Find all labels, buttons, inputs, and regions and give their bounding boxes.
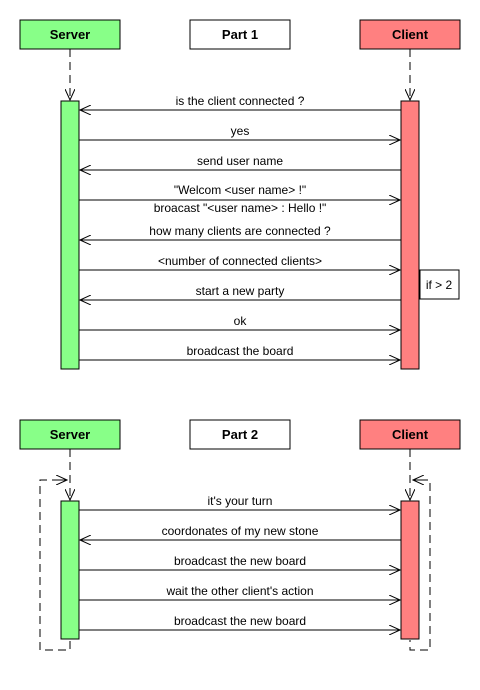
part1-msg-label: is the client connected ? [176, 94, 305, 108]
part2-title: Part 2 [222, 427, 258, 442]
part2-msg-label: coordonates of my new stone [162, 524, 319, 538]
part1-client-label: Client [392, 27, 429, 42]
part2-server-label: Server [50, 427, 90, 442]
part1-title: Part 1 [222, 27, 258, 42]
part2-client-label: Client [392, 427, 429, 442]
part1-msg-label: broadcast the board [187, 344, 294, 358]
part1-title-box [189, 19, 291, 50]
part2-msg-label: broadcast the new board [174, 554, 306, 568]
part2-msg-label: it's your turn [208, 494, 273, 508]
part1-msg-label: how many clients are connected ? [149, 224, 331, 238]
part2-server-header [19, 419, 121, 450]
part1-condition-box [419, 269, 460, 300]
part1-msg-label: <number of connected clients> [158, 254, 322, 268]
part2-server-loop-bracket [39, 479, 71, 651]
part2-server-activation [60, 500, 80, 640]
part2-client-activation [400, 500, 420, 640]
part2-client-loop-bracket [409, 479, 431, 651]
part1-server-activation [60, 100, 80, 370]
part1-client-activation [400, 100, 420, 370]
part1-msg-label: ok [234, 314, 248, 328]
part2-msg-label: wait the other client's action [165, 584, 313, 598]
part1-server-header [19, 19, 121, 50]
part2-client-header [359, 419, 461, 450]
part2-title-box [189, 419, 291, 450]
part1-section: Server Part 1 Client is the client conne… [19, 19, 461, 370]
part2-section: Server Part 2 Client it's your turn coor… [19, 419, 461, 651]
part1-msg-label: start a new party [196, 284, 285, 298]
part1-msg-label: yes [231, 124, 250, 138]
part1-condition-label: if > 2 [426, 278, 453, 292]
part2-msg-label: broadcast the new board [174, 614, 306, 628]
part1-msg-label: "Welcom <user name> !" [174, 183, 306, 197]
part1-msg-label: send user name [197, 154, 283, 168]
part1-server-label: Server [50, 27, 90, 42]
part1-msg-label: broacast "<user name> : Hello !" [154, 201, 327, 215]
